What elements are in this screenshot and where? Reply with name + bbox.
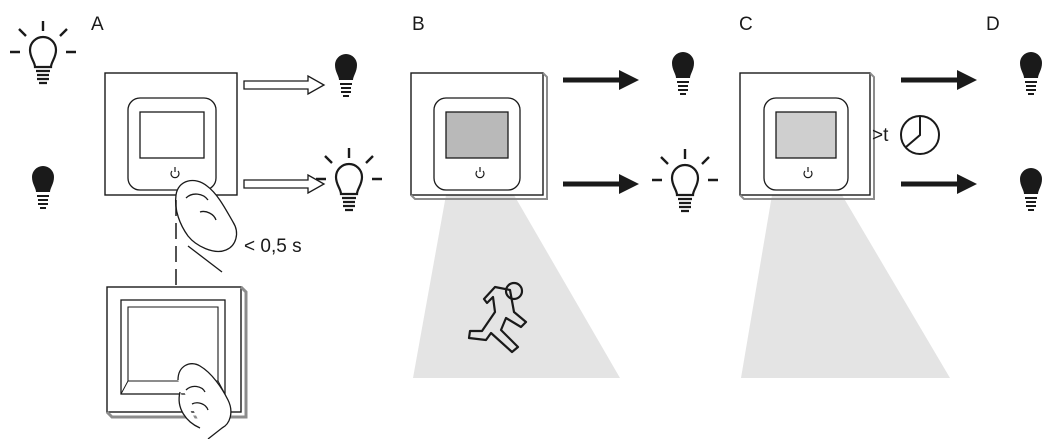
panel-label-d: D bbox=[986, 14, 1000, 35]
presence-detector-c bbox=[739, 72, 875, 200]
bulb-off-icon bbox=[1019, 51, 1042, 95]
bulb-off-icon bbox=[31, 165, 55, 209]
running-person-icon bbox=[467, 281, 528, 354]
pressing-hand-icon bbox=[177, 363, 232, 439]
detection-area-cone bbox=[741, 195, 950, 378]
panel-label-a: A bbox=[91, 14, 104, 35]
arrow-outline-icon bbox=[243, 75, 325, 95]
detection-area-cone bbox=[413, 195, 620, 378]
bulb-off-icon bbox=[671, 51, 695, 95]
bulb-on-icon bbox=[314, 146, 384, 212]
timer-icon bbox=[900, 115, 940, 155]
arrow-icon bbox=[901, 70, 977, 90]
bulb-off-icon bbox=[334, 53, 358, 97]
press-duration-label: < 0,5 s bbox=[244, 236, 302, 257]
wall-switch bbox=[105, 285, 248, 419]
power-button-icon bbox=[475, 170, 485, 179]
pressing-hand-icon bbox=[174, 179, 238, 273]
panel-label-c: C bbox=[739, 14, 753, 35]
power-button-icon bbox=[803, 170, 813, 179]
arrow-icon bbox=[563, 174, 639, 194]
bulb-off-icon bbox=[1019, 167, 1042, 211]
power-button-icon bbox=[170, 167, 180, 179]
bulb-on-icon bbox=[8, 19, 78, 85]
presence-detector-a bbox=[104, 72, 238, 196]
panel-label-b: B bbox=[412, 14, 425, 35]
timeout-label: >t bbox=[872, 125, 889, 146]
arrow-outline-icon bbox=[243, 174, 325, 194]
bulb-on-icon bbox=[650, 147, 720, 213]
arrow-icon bbox=[901, 174, 977, 194]
presence-detector-b bbox=[410, 72, 548, 200]
arrow-icon bbox=[563, 70, 639, 90]
